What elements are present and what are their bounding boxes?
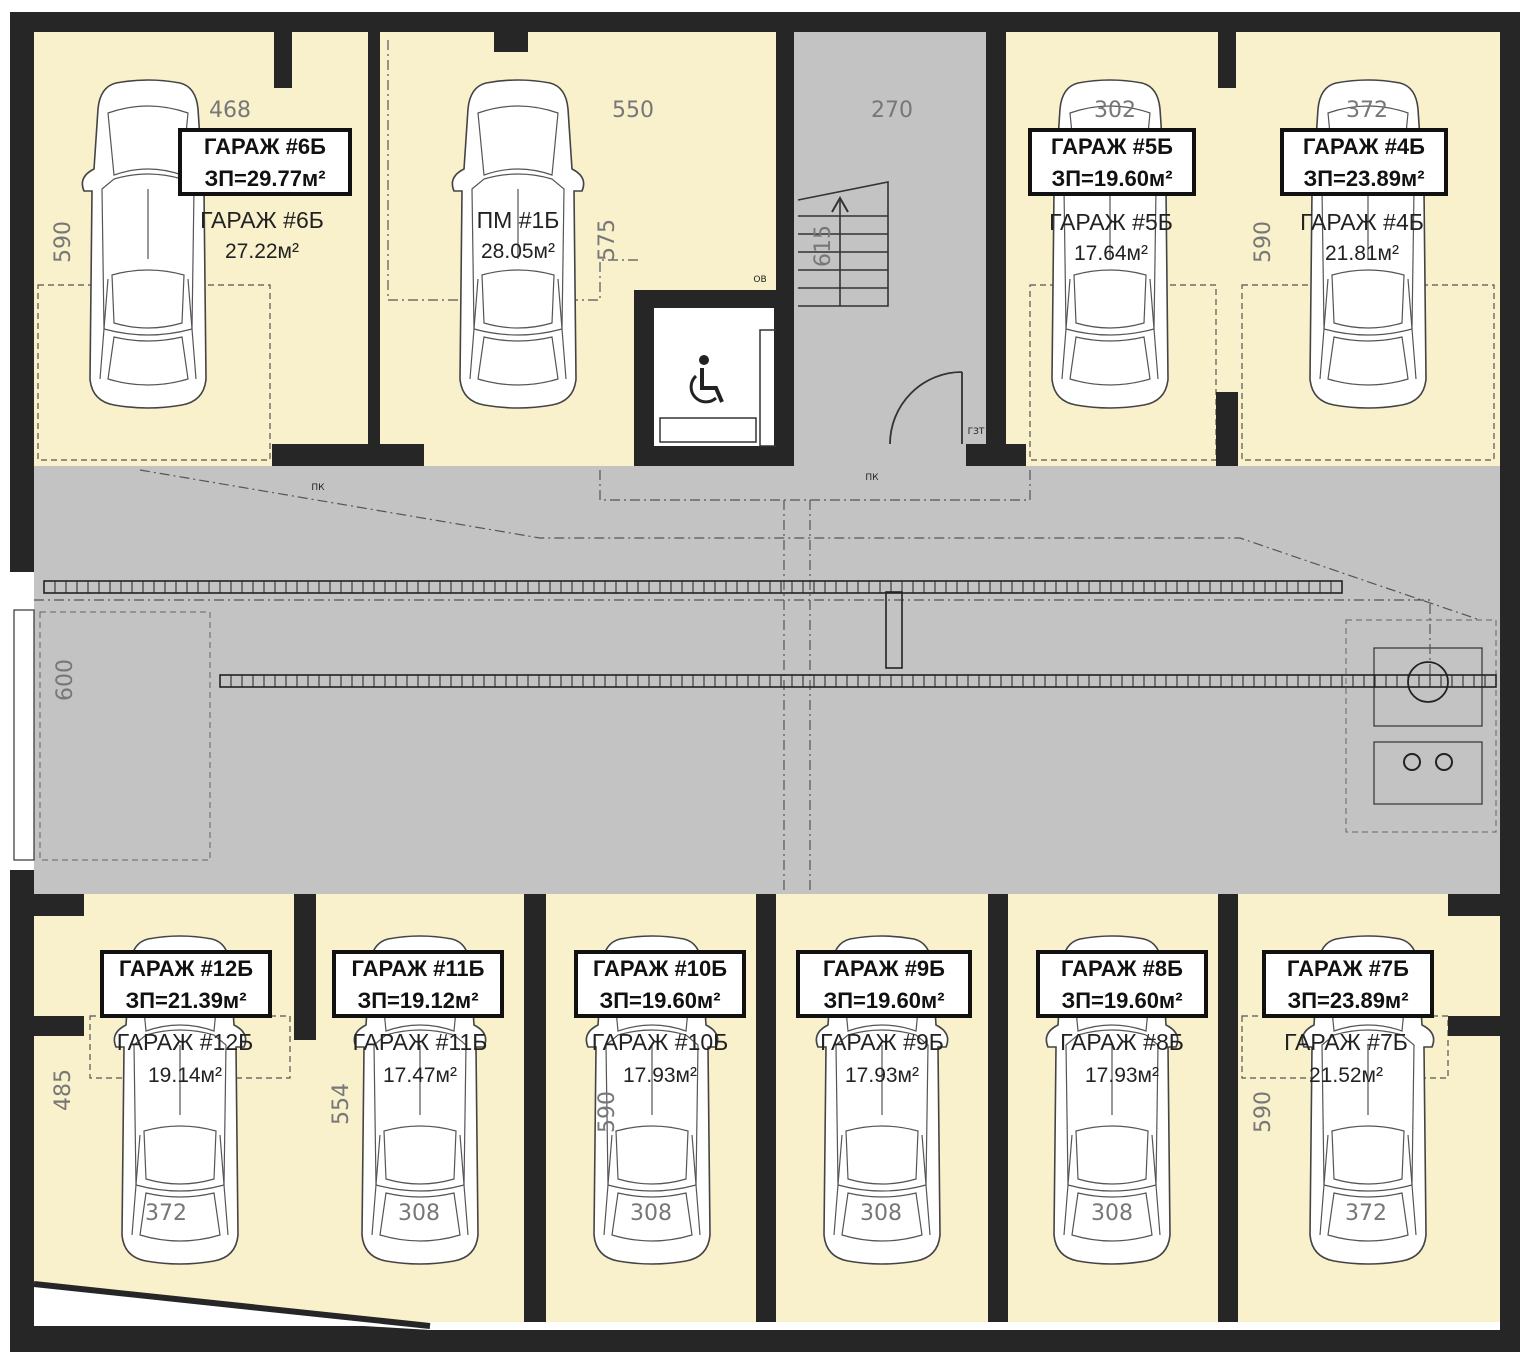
dimension-label: 372 bbox=[145, 1201, 187, 1226]
dimension-label: 590 bbox=[51, 221, 76, 263]
dimension-label: 550 bbox=[612, 98, 654, 123]
dimension-label: 590 bbox=[1251, 221, 1276, 263]
svg-text:ЗП=19.60м²: ЗП=19.60м² bbox=[599, 988, 720, 1013]
room-area: 28.05м² bbox=[481, 240, 555, 263]
tag-11b: ГАРАЖ #11Б ЗП=19.12м² bbox=[332, 950, 504, 1018]
garage-5b: 302 ГАРАЖ #5Б 17.64м² bbox=[1006, 32, 1222, 466]
dimension-label: 308 bbox=[398, 1201, 440, 1226]
svg-text:ГАРАЖ #4Б: ГАРАЖ #4Б bbox=[1303, 134, 1425, 159]
ov-label: ОВ bbox=[753, 275, 766, 285]
dimension-label: 590 bbox=[595, 1091, 620, 1133]
valve-icon bbox=[1403, 753, 1421, 771]
svg-text:ГАРАЖ #6Б: ГАРАЖ #6Б bbox=[204, 134, 326, 159]
room-name: ГАРАЖ #10Б bbox=[592, 1029, 729, 1055]
dimension-label: 308 bbox=[1091, 1201, 1133, 1226]
dimension-label: 575 bbox=[595, 219, 620, 261]
tag-10b: ГАРАЖ #10Б ЗП=19.60м² bbox=[574, 950, 746, 1018]
stair-flight bbox=[797, 181, 889, 307]
valve-icon bbox=[1435, 753, 1453, 771]
svg-text:ЗП=29.77м²: ЗП=29.77м² bbox=[204, 166, 325, 191]
room-name: ГАРАЖ #6Б bbox=[200, 207, 324, 233]
dimension-label: 468 bbox=[209, 98, 251, 123]
room-name: ГАРАЖ #5Б bbox=[1049, 209, 1173, 235]
room-name: ПМ #1Б bbox=[477, 207, 560, 233]
driveway: 600 bbox=[13, 466, 1500, 894]
room-area: 17.93м² bbox=[623, 1064, 697, 1087]
svg-text:ЗП=19.60м²: ЗП=19.60м² bbox=[1051, 166, 1172, 191]
walls bbox=[10, 12, 1520, 1352]
stair-hall: 270 615 bbox=[794, 32, 986, 466]
svg-text:ЗП=23.89м²: ЗП=23.89м² bbox=[1303, 166, 1424, 191]
dimension-label: 600 bbox=[53, 659, 78, 701]
room-area: 21.81м² bbox=[1325, 242, 1399, 265]
pk-label: ПК bbox=[311, 483, 325, 493]
svg-text:ЗП=19.12м²: ЗП=19.12м² bbox=[357, 988, 478, 1013]
dimension-label: 372 bbox=[1345, 1201, 1387, 1226]
svg-text:ЗП=19.60м²: ЗП=19.60м² bbox=[823, 988, 944, 1013]
entrance-door bbox=[13, 609, 35, 861]
room-area: 19.14м² bbox=[148, 1064, 222, 1087]
dimension-label: 372 bbox=[1346, 98, 1388, 123]
room-name: ГАРАЖ #12Б bbox=[117, 1029, 254, 1055]
dimension-label: 590 bbox=[1251, 1091, 1276, 1133]
room-area: 27.22м² bbox=[225, 240, 299, 263]
tag-12b: ГАРАЖ #12Б ЗП=21.39м² bbox=[100, 950, 272, 1018]
svg-text:ГАРАЖ #9Б: ГАРАЖ #9Б bbox=[823, 956, 945, 981]
room-name: ГАРАЖ #7Б bbox=[1284, 1029, 1408, 1055]
dimension-label: 308 bbox=[860, 1201, 902, 1226]
elevator-shaft bbox=[634, 290, 794, 466]
tag-6b: ГАРАЖ #6Б ЗП=29.77м² bbox=[178, 128, 352, 196]
garage-6b: 468 590 ГАРАЖ #6Б 27.22м² bbox=[34, 32, 374, 466]
room-area: 17.64м² bbox=[1074, 242, 1148, 265]
gzt-label: ГЗТ bbox=[968, 427, 985, 437]
tag-5b: ГАРАЖ #5Б ЗП=19.60м² bbox=[1028, 128, 1196, 196]
dimension-label: 554 bbox=[329, 1083, 354, 1125]
tag-8b: ГАРАЖ #8Б ЗП=19.60м² bbox=[1036, 950, 1208, 1018]
storage-room-pm1b: 550 575 ПМ #1Б 28.05м² bbox=[380, 32, 654, 466]
room-area: 17.47м² bbox=[383, 1064, 457, 1087]
svg-text:ГАРАЖ #5Б: ГАРАЖ #5Б bbox=[1051, 134, 1173, 159]
tag-9b: ГАРАЖ #9Б ЗП=19.60м² bbox=[796, 950, 972, 1018]
dimension-label: 308 bbox=[630, 1201, 672, 1226]
door-swing bbox=[889, 371, 963, 445]
room-area: 17.93м² bbox=[845, 1064, 919, 1087]
room-name: ГАРАЖ #8Б bbox=[1060, 1029, 1184, 1055]
svg-text:ЗП=23.89м²: ЗП=23.89м² bbox=[1287, 988, 1408, 1013]
svg-text:ГАРАЖ #11Б: ГАРАЖ #11Б bbox=[352, 956, 485, 981]
svg-text:ГАРАЖ #8Б: ГАРАЖ #8Б bbox=[1061, 956, 1183, 981]
stair-arrow-icon bbox=[831, 195, 849, 213]
pk-label: ПК bbox=[865, 473, 879, 483]
garage-4b: 372 590 ГАРАЖ #4Б 21.81м² bbox=[1236, 32, 1500, 466]
svg-text:ГАРАЖ #12Б: ГАРАЖ #12Б bbox=[119, 956, 253, 981]
room-area: 17.93м² bbox=[1085, 1064, 1159, 1087]
wheelchair-icon bbox=[689, 355, 724, 404]
svg-text:ГАРАЖ #7Б: ГАРАЖ #7Б bbox=[1287, 956, 1409, 981]
svg-text:ГАРАЖ #10Б: ГАРАЖ #10Б bbox=[593, 956, 727, 981]
tag-4b: ГАРАЖ #4Б ЗП=23.89м² bbox=[1280, 128, 1448, 196]
room-name: ГАРАЖ #11Б bbox=[353, 1029, 488, 1055]
room-name: ГАРАЖ #9Б bbox=[820, 1029, 944, 1055]
dimension-label: 270 bbox=[871, 98, 913, 123]
drainage-gutter bbox=[885, 591, 903, 669]
tag-7b: ГАРАЖ #7Б ЗП=23.89м² bbox=[1262, 950, 1434, 1018]
svg-text:ЗП=19.60м²: ЗП=19.60м² bbox=[1061, 988, 1182, 1013]
dimension-label: 615 bbox=[811, 225, 836, 267]
dimension-label: 485 bbox=[51, 1069, 76, 1111]
svg-text:ЗП=21.39м²: ЗП=21.39м² bbox=[125, 988, 246, 1013]
dimension-label: 302 bbox=[1094, 98, 1136, 123]
room-name: ГАРАЖ #4Б bbox=[1300, 209, 1424, 235]
room-area: 21.52м² bbox=[1309, 1064, 1383, 1087]
